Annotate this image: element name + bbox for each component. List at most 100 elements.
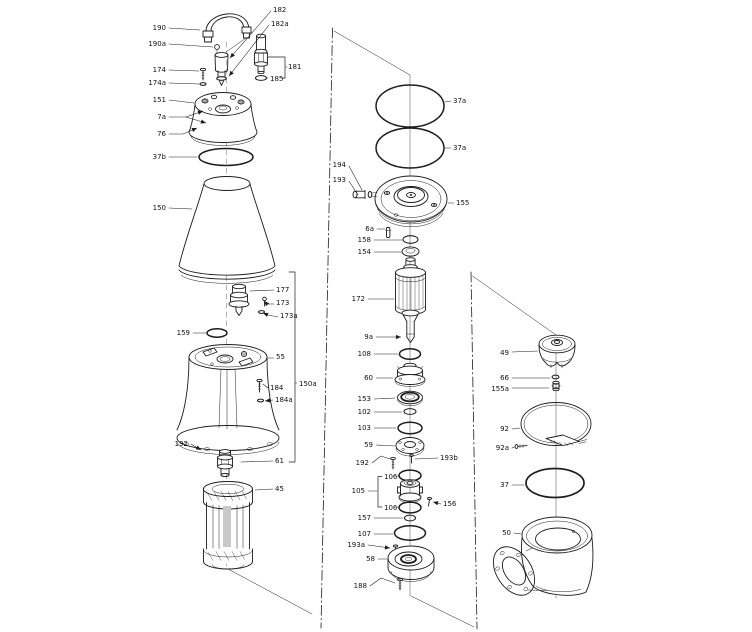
callout-106-lower: 106	[384, 504, 401, 512]
screw-184-drawing	[256, 378, 265, 403]
part-label-184a: 184a	[275, 396, 293, 404]
callout-154: 154	[358, 248, 402, 256]
strainer-45-drawing	[203, 481, 253, 570]
callout-173a: 173a	[262, 312, 298, 320]
arrowhead	[384, 545, 390, 550]
oring-159-drawing	[206, 328, 228, 338]
link-line-left-bottom	[227, 568, 313, 615]
callout-184a: 184a	[264, 396, 293, 404]
ring-157-drawing	[403, 514, 417, 522]
part-label-150a: 150a	[299, 380, 317, 388]
callout-184: 184	[262, 383, 284, 392]
leader-line	[348, 165, 363, 191]
part-label-9a: 9a	[364, 333, 373, 341]
oring-108-drawing	[398, 348, 422, 360]
callout-50: 50	[502, 529, 522, 537]
callout-59: 59	[364, 441, 396, 449]
callout-60: 60	[364, 374, 394, 382]
part-label-76: 76	[157, 130, 166, 138]
part-label-173: 173	[276, 299, 289, 307]
link-line-middle-bottom	[410, 595, 475, 628]
fitting-61-drawing	[217, 449, 233, 477]
part-label-192-mid: 192	[356, 459, 369, 467]
part-label-184: 184	[270, 384, 284, 392]
leader-line	[168, 69, 200, 72]
part-label-37a-lower: 37a	[453, 144, 466, 152]
oring-107-drawing	[393, 525, 427, 541]
leader-line	[511, 350, 539, 353]
leader-line	[414, 457, 439, 460]
leader-line	[249, 289, 275, 292]
callout-174a: 174a	[148, 79, 200, 87]
part-label-50: 50	[502, 529, 511, 537]
part-label-150: 150	[153, 204, 166, 212]
callout-173: 173	[263, 299, 289, 307]
leader-line	[369, 577, 396, 587]
callout-193: 193	[333, 176, 359, 196]
part-label-92a: 92a	[496, 444, 509, 452]
part-label-174: 174	[153, 66, 167, 74]
pin-6a-drawing	[385, 227, 392, 238]
part-label-59: 59	[364, 441, 373, 449]
seal-carrier-58-drawing	[387, 545, 435, 582]
callout-92a: 92a	[496, 444, 515, 452]
callout-9a: 9a	[364, 333, 402, 341]
part-label-194: 194	[333, 161, 347, 169]
part-label-155a: 155a	[491, 385, 509, 393]
callout-49: 49	[500, 349, 539, 357]
cable-gland-181-drawing	[254, 33, 286, 81]
fitting-193-194-drawing	[352, 190, 378, 199]
part-label-185: 185	[270, 75, 283, 83]
callout-181: 181	[285, 63, 301, 71]
screw-174-drawing	[199, 67, 207, 86]
screw-188-drawing	[397, 577, 403, 591]
callout-192-mid: 192	[356, 455, 391, 467]
callout-107: 107	[358, 530, 394, 538]
leader-line	[444, 100, 452, 103]
outlet-flange-drawing	[492, 546, 536, 596]
callout-7a: 7a	[157, 110, 207, 124]
callout-92: 92	[500, 425, 521, 433]
callout-76: 76	[157, 127, 198, 138]
arrowhead	[264, 301, 270, 307]
leader-line	[348, 180, 359, 196]
part-label-7a: 7a	[157, 113, 166, 121]
section-boundaries	[320, 27, 478, 630]
callout-190: 190	[153, 24, 201, 32]
callout-108: 108	[358, 350, 399, 358]
pump-housing-50-drawing	[492, 516, 594, 597]
part-label-193: 193	[333, 176, 346, 184]
callout-58: 58	[366, 555, 388, 563]
part-label-177: 177	[276, 286, 289, 294]
part-label-58: 58	[366, 555, 375, 563]
part-label-190: 190	[153, 24, 166, 32]
part-label-193b: 193b	[440, 454, 458, 462]
part-label-193a: 193a	[347, 541, 365, 549]
boundary-line-right	[470, 271, 478, 630]
seal-holder-60-drawing	[394, 362, 426, 387]
callout-192-left: 192	[175, 440, 202, 451]
washer-174a-drawing	[199, 82, 207, 86]
arrowhead	[195, 445, 201, 450]
leader-line	[228, 24, 270, 77]
arrowhead	[395, 334, 401, 340]
part-label-108: 108	[358, 350, 371, 358]
arrowhead	[229, 70, 234, 76]
oring-37a-lower-drawing	[375, 127, 445, 169]
part-label-181: 181	[288, 63, 301, 71]
callout-177: 177	[249, 286, 289, 294]
washer-66-drawing	[551, 374, 560, 380]
valve-177-drawing	[228, 283, 250, 316]
part-label-154: 154	[358, 248, 372, 256]
pin-193b-drawing	[409, 454, 414, 464]
stator-housing-150-drawing	[178, 176, 276, 284]
callout-66: 66	[500, 374, 551, 382]
part-label-37: 37	[500, 481, 509, 489]
bearing-153-drawing	[397, 390, 423, 407]
bearing-154-drawing	[401, 246, 420, 257]
arrowhead	[263, 312, 269, 317]
link-line-middle-top	[333, 30, 411, 76]
callout-150: 150	[153, 204, 193, 212]
callout-6a: 6a	[365, 225, 386, 233]
oring-185-drawing	[254, 75, 268, 81]
